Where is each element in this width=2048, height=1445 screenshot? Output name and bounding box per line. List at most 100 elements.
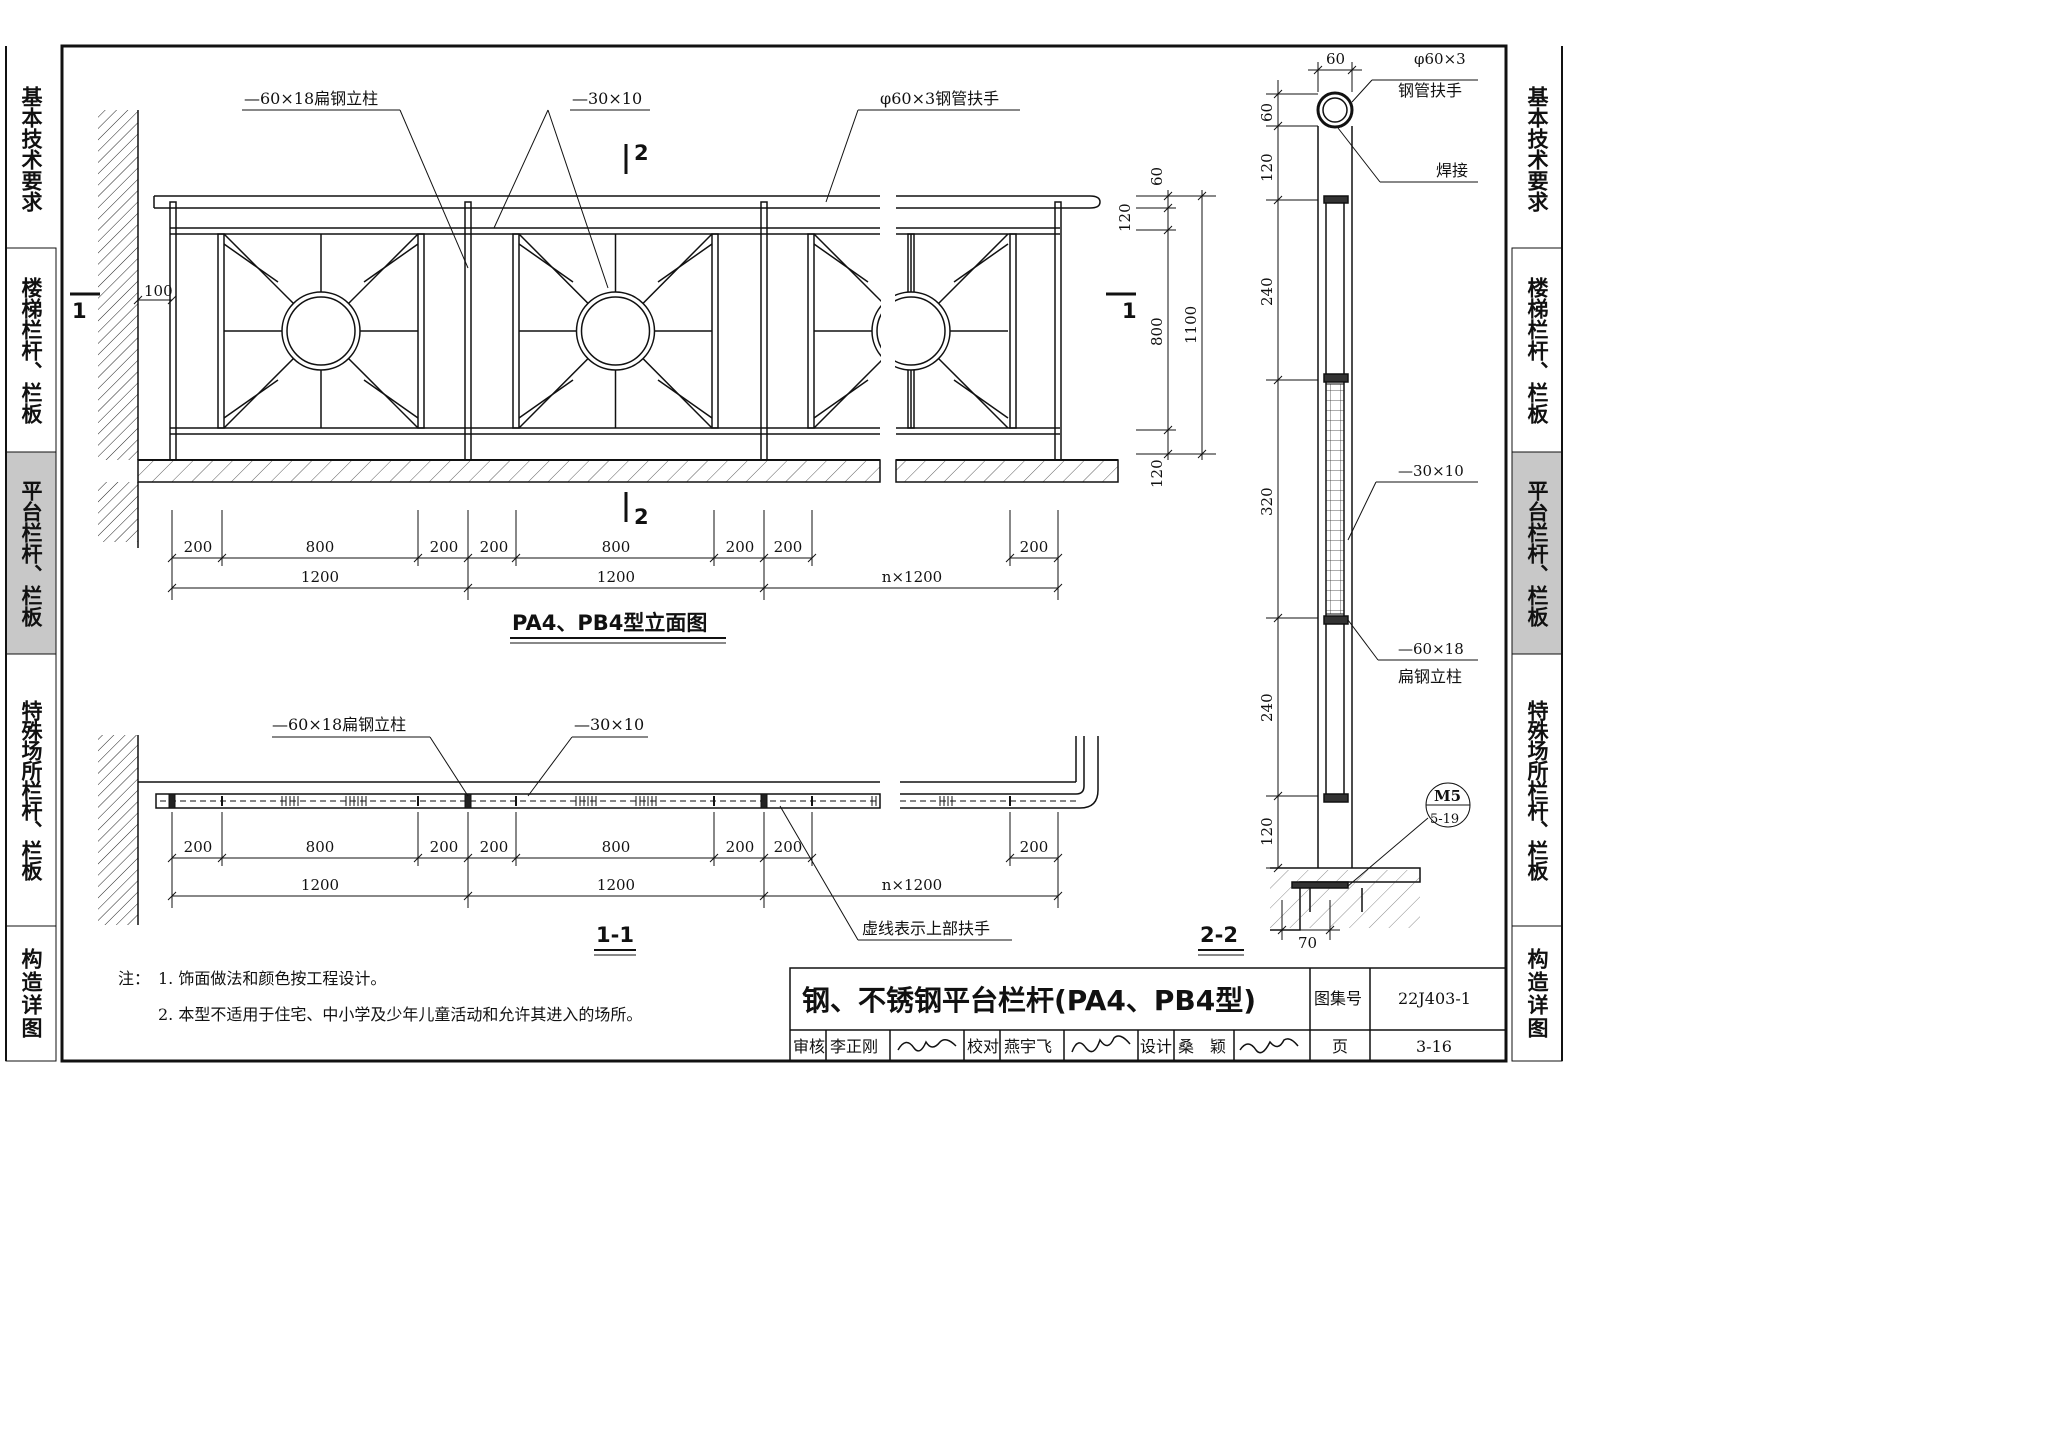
check-name: 燕宇飞: [1004, 1037, 1052, 1056]
section-bottom-width: 70: [1298, 934, 1317, 952]
sidebar-right: [1511, 46, 1563, 1062]
section-handrail-spec: φ60×3: [1414, 50, 1466, 68]
dim-120-top: 120: [1116, 203, 1134, 232]
design-label: 设计: [1140, 1037, 1172, 1056]
dim-60: 60: [1148, 167, 1166, 186]
review-label: 审核: [793, 1037, 825, 1056]
elev-dim-bottom-0: 1200: [301, 568, 339, 586]
callout-handrail: φ60×3钢管扶手: [880, 89, 999, 108]
note-1: 1. 饰面做法和颜色按工程设计。: [158, 969, 386, 988]
dim-120-bottom: 120: [1148, 459, 1166, 488]
plan-dim-top-4: 800: [602, 838, 631, 856]
sidebar-tab-1[interactable]: 楼梯栏杆、栏板: [1525, 276, 1549, 424]
elev-dim-top-end-0: 200: [1020, 538, 1049, 556]
notes-prefix: 注：: [118, 969, 150, 988]
sidebar-tab-3[interactable]: 特殊场所栏杆、栏板: [1525, 700, 1549, 880]
section-weld: 焊接: [1436, 161, 1468, 180]
section-top-width: 60: [1326, 50, 1345, 68]
note-2: 2. 本型不适用于住宅、中小学及少年儿童活动和允许其进入的场所。: [158, 1005, 642, 1024]
railing-panels: [223, 233, 1009, 429]
check-label: 校对: [967, 1037, 999, 1056]
section-dim-120-bottom: 120: [1258, 817, 1276, 846]
page-label: 页: [1332, 1037, 1348, 1056]
plan-dim-top-2: 200: [430, 838, 459, 856]
railing-section: [1270, 91, 1421, 931]
plan-dim-top-1: 800: [306, 838, 335, 856]
wall-offset-dim: [133, 295, 177, 305]
section-dim-120-top: 120: [1258, 153, 1276, 182]
review-signature: [897, 1039, 957, 1052]
section-ref-bottom: 5-19: [1430, 812, 1459, 827]
plan-dim-bottom-2: n×1200: [882, 876, 942, 894]
plan-dim-bottom-0: 1200: [301, 876, 339, 894]
dim-1100: 1100: [1182, 306, 1200, 344]
section-mark-right: 1: [1122, 299, 1137, 323]
section-dim-320: 320: [1258, 487, 1276, 516]
section-dim-60: 60: [1258, 103, 1276, 122]
drawing-sheet: —60×18扁钢立柱 —30×10 φ60×3钢管扶手 1 1 2 2 100 …: [5, 44, 1563, 1063]
plan-dim-bottom-1: 1200: [597, 876, 635, 894]
plan-posts: [168, 780, 1011, 820]
callout-flat-post: —60×18扁钢立柱: [244, 89, 378, 108]
atlas-label: 图集号: [1314, 989, 1362, 1008]
section-title: 2-2: [1200, 923, 1238, 947]
plan-width-dims: [167, 812, 1063, 908]
plan-callout-bar: —30×10: [574, 715, 644, 734]
sidebar-tab-2[interactable]: 平台栏杆、栏板: [1525, 479, 1549, 627]
elevation-height-dims: [1136, 190, 1216, 460]
railing-panel: [223, 233, 419, 429]
section-post-name: 扁钢立柱: [1398, 667, 1462, 686]
section-dim-240-top: 240: [1258, 277, 1276, 306]
elev-dim-top-6: 200: [774, 538, 803, 556]
railing-plan: [98, 735, 1099, 925]
sidebar-left: [5, 46, 57, 1062]
section-handrail-name: 钢管扶手: [1398, 81, 1462, 100]
sidebar-tab-4[interactable]: 构造详图: [19, 947, 43, 1040]
dim-800: 800: [1148, 317, 1166, 346]
page-number: 3-16: [1416, 1037, 1452, 1056]
sidebar-tab-3[interactable]: 特殊场所栏杆、栏板: [19, 700, 43, 880]
section-mark-bottom: 2: [634, 505, 649, 529]
plan-dim-top-6: 200: [774, 838, 803, 856]
plan-dim-top-3: 200: [480, 838, 509, 856]
callout-bar: —30×10: [572, 89, 642, 108]
elevation-title: PA4、PB4型立面图: [512, 611, 707, 635]
sidebar-tab-0[interactable]: 基本技术要求: [1525, 86, 1549, 212]
elev-dim-bottom-2: n×1200: [882, 568, 942, 586]
sidebar-tab-1[interactable]: 楼梯栏杆、栏板: [19, 276, 43, 424]
plan-callout-flat-post: —60×18扁钢立柱: [272, 715, 406, 734]
sidebar-tab-4[interactable]: 构造详图: [1525, 947, 1549, 1040]
plan-dim-top-end-0: 200: [1020, 838, 1049, 856]
elev-dim-top-0: 200: [184, 538, 213, 556]
sidebar-tab-2[interactable]: 平台栏杆、栏板: [19, 479, 43, 627]
check-signature: [1071, 1035, 1131, 1053]
railing-panel: [813, 233, 1009, 429]
design-name: 桑 颖: [1178, 1037, 1226, 1056]
elev-dim-top-3: 200: [480, 538, 509, 556]
plan-title: 1-1: [596, 923, 634, 947]
elevation-width-dims: [167, 510, 1063, 600]
railing-panel: [518, 233, 713, 429]
plan-callouts: [272, 736, 1012, 941]
atlas-number: 22J403-1: [1398, 989, 1471, 1008]
drawing-title: 钢、不锈钢平台栏杆(PA4、PB4型): [802, 984, 1256, 1017]
section-marks: [70, 144, 1136, 522]
section-bar-spec: —30×10: [1398, 462, 1464, 480]
elev-dim-top-4: 800: [602, 538, 631, 556]
review-name: 李正刚: [830, 1037, 878, 1056]
plan-dim-top-5: 200: [726, 838, 755, 856]
elev-dim-bottom-1: 1200: [597, 568, 635, 586]
design-signature: [1239, 1038, 1299, 1054]
title-block: [789, 967, 1507, 1062]
wall-offset: 100: [144, 282, 173, 300]
section-mark-left: 1: [72, 299, 87, 323]
sidebar-tab-0[interactable]: 基本技术要求: [19, 86, 43, 212]
section-dims: [1266, 62, 1478, 940]
section-ref-top: M5: [1434, 787, 1461, 805]
elev-dim-top-5: 200: [726, 538, 755, 556]
plan-dashed-note: 虚线表示上部扶手: [862, 919, 990, 938]
sheet-frame: [60, 44, 1508, 1063]
section-mark-top: 2: [634, 141, 649, 165]
plan-dim-top-0: 200: [184, 838, 213, 856]
section-post-spec: —60×18: [1398, 640, 1464, 658]
